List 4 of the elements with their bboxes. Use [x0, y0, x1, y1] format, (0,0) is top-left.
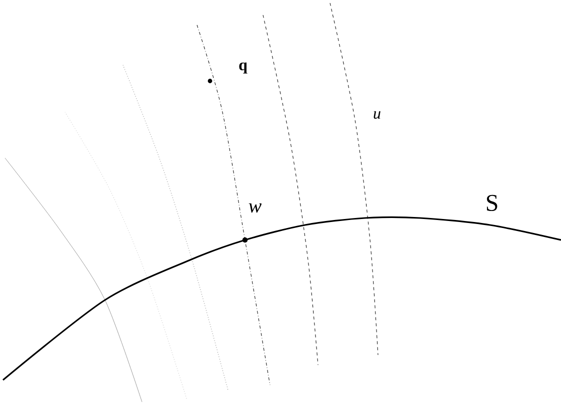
point-label: q [239, 62, 248, 74]
point-label: S [486, 194, 498, 212]
point-label: w [248, 203, 262, 213]
point-label: u [374, 111, 380, 119]
